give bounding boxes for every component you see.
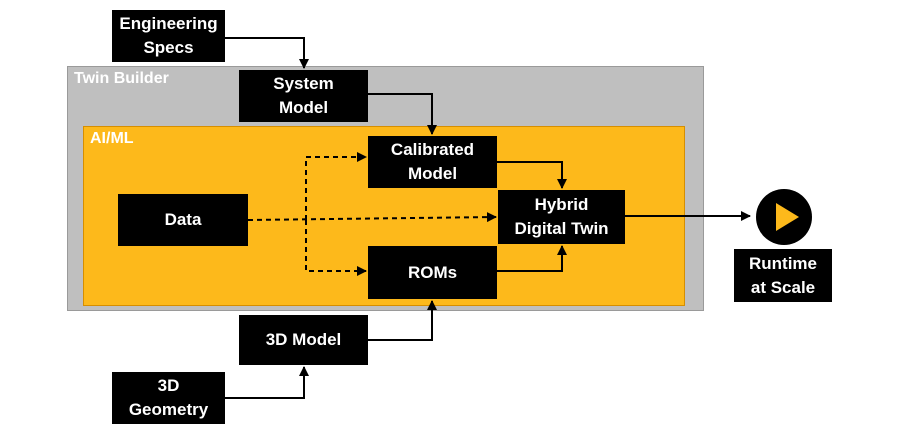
arrow-specs-to-system-model bbox=[225, 37, 309, 69]
arrow-data-to-calibrated bbox=[305, 152, 367, 220]
arrow-data-to-twin bbox=[247, 212, 497, 223]
play-triangle bbox=[776, 203, 799, 231]
arrow-data-to-roms bbox=[305, 220, 367, 276]
arrow-geometry-to-3d-model bbox=[225, 366, 309, 399]
calibrated-model-node: Calibrated Model bbox=[368, 136, 497, 188]
arrow-3d-model-to-roms bbox=[368, 300, 437, 341]
twin-builder-label: Twin Builder bbox=[74, 70, 169, 87]
hybrid-digital-twin-node: Hybrid Digital Twin bbox=[498, 190, 625, 244]
play-icon bbox=[756, 189, 812, 245]
runtime-at-scale-node: Runtime at Scale bbox=[734, 249, 832, 302]
engineering-specs-node: Engineering Specs bbox=[112, 10, 225, 62]
3d-model-node: 3D Model bbox=[239, 315, 368, 365]
data-node: Data bbox=[118, 194, 248, 246]
system-model-node: System Model bbox=[239, 70, 368, 122]
arrow-roms-to-twin bbox=[497, 245, 567, 272]
roms-node: ROMs bbox=[368, 246, 497, 299]
arrow-calibrated-to-twin bbox=[497, 161, 567, 189]
ai-ml-label: AI/ML bbox=[90, 130, 134, 147]
arrow-system-model-to-calibrated bbox=[368, 93, 437, 135]
3d-geometry-node: 3D Geometry bbox=[112, 372, 225, 424]
